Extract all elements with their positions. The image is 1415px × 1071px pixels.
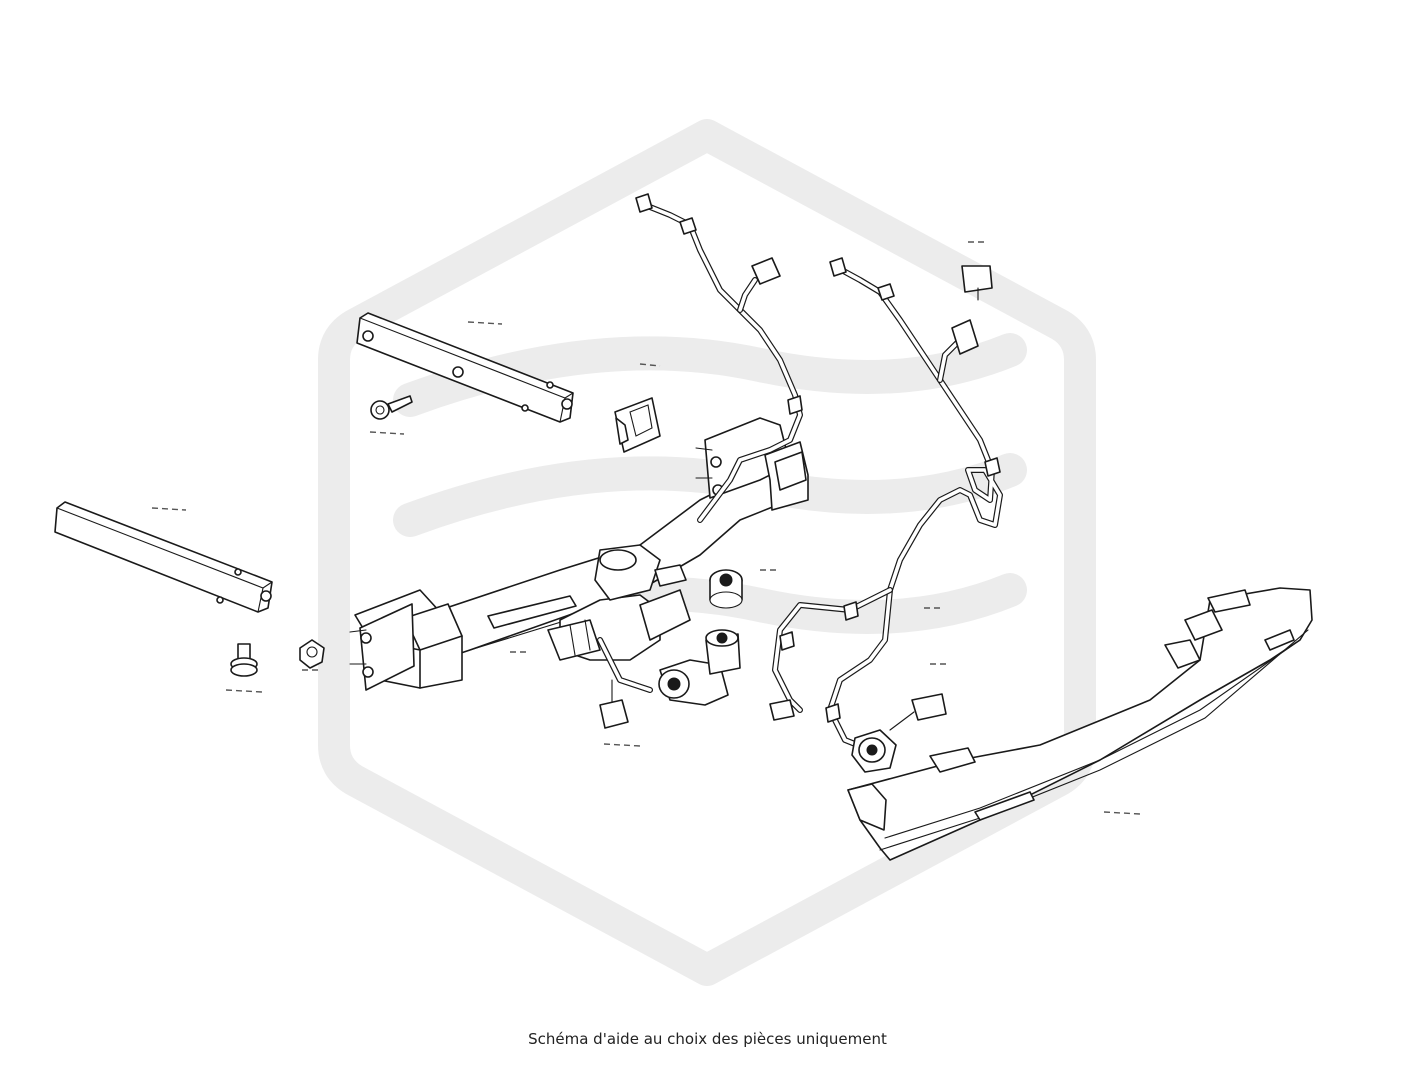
diagram-caption: Schéma d'aide au choix des pièces unique… (528, 1030, 887, 1048)
socket-connector-upper (709, 569, 743, 609)
label-tag-left (599, 679, 629, 729)
label-tag-right-bottom (889, 693, 947, 731)
socket-connector-lower (658, 629, 741, 706)
tow-ball-socket-assembly (547, 544, 691, 661)
left-mounting-bar (54, 501, 273, 613)
wiring-harness-right (769, 257, 1003, 753)
label-tag-right-top (961, 265, 993, 301)
harness-round-connector (851, 729, 897, 773)
wiring-harness-left (597, 193, 803, 693)
cable-clip (614, 397, 661, 453)
flange-nut (299, 639, 325, 669)
part-number-placeholders (151, 241, 1141, 815)
rear-bumper (847, 587, 1313, 861)
upper-mounting-bar (356, 312, 574, 423)
bolt-lower (230, 643, 258, 677)
bolt-upper (370, 395, 413, 420)
